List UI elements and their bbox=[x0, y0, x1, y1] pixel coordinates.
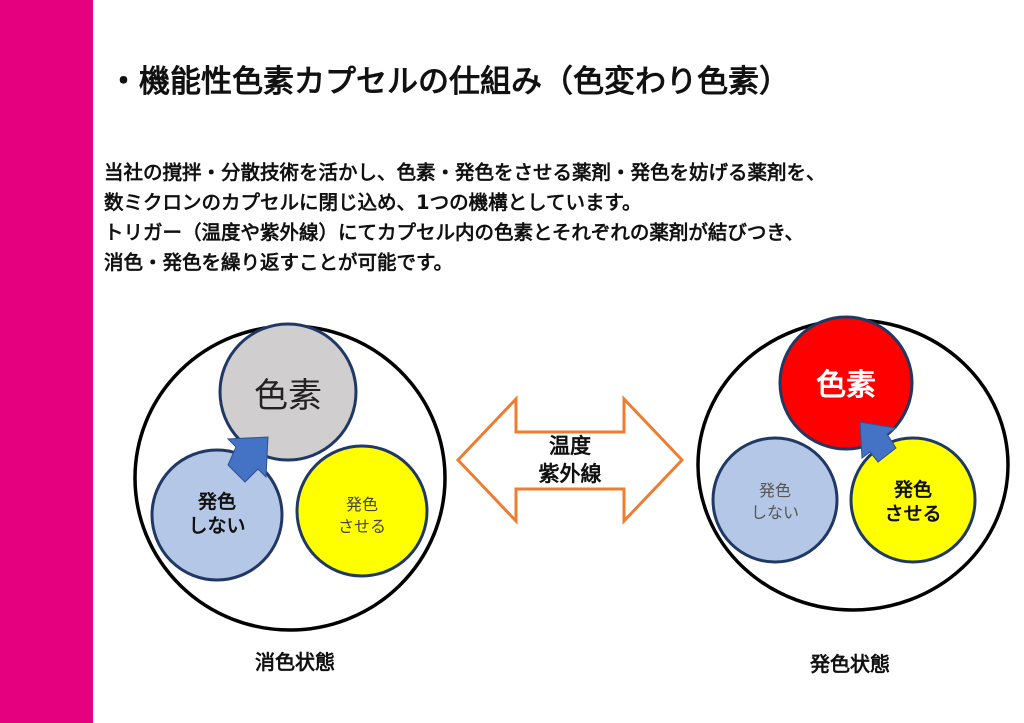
description-line: 数ミクロンのカプセルに閉じ込め、1つの機構としています。 bbox=[104, 191, 642, 214]
pigment-label: 色素 bbox=[254, 376, 322, 416]
developer-circle bbox=[295, 444, 429, 578]
pigment-label: 色素 bbox=[816, 368, 876, 403]
capsule-decolored: 色素 発色 しない 発色 させる bbox=[133, 322, 447, 632]
inhibitor-label: 発色 bbox=[759, 481, 791, 500]
developer-label: させる bbox=[884, 503, 941, 525]
inhibitor-circle bbox=[150, 448, 284, 582]
pointer-arrow-icon bbox=[859, 421, 898, 463]
colored-state-caption: 発色状態 bbox=[810, 652, 890, 676]
inhibitor-label: しない bbox=[188, 515, 245, 537]
inhibitor-label: しない bbox=[751, 503, 799, 522]
description-line: 当社の撹拌・分散技術を活かし、色素・発色をさせる薬剤・発色を妨げる薬剤を、 bbox=[104, 161, 826, 184]
accent-sidebar bbox=[0, 0, 93, 723]
capsule-colored: 色素 発色 しない 発色 させる bbox=[696, 315, 1010, 612]
description-line: 消色・発色を繰り返すことが可能です。 bbox=[104, 251, 454, 274]
developer-label: 発色 bbox=[346, 495, 378, 514]
inhibitor-circle bbox=[711, 436, 839, 564]
pointer-arrow-icon bbox=[226, 436, 269, 483]
trigger-double-arrow-icon: 温度 紫外線 bbox=[455, 395, 685, 525]
pigment-circle bbox=[218, 322, 358, 462]
trigger-label: 紫外線 bbox=[539, 462, 602, 486]
description: 当社の撹拌・分散技術を活かし、色素・発色をさせる薬剤・発色を妨げる薬剤を、 数ミ… bbox=[104, 158, 826, 278]
pigment-circle bbox=[778, 315, 914, 451]
trigger-label: 温度 bbox=[549, 434, 591, 458]
page-title: ・機能性色素カプセルの仕組み（色変わり色素） bbox=[108, 64, 790, 100]
description-line: トリガー（温度や紫外線）にてカプセル内の色素とそれぞれの薬剤が結びつき、 bbox=[104, 221, 805, 244]
decolored-state-caption: 消色状態 bbox=[255, 650, 335, 674]
developer-label: させる bbox=[338, 517, 386, 536]
developer-circle bbox=[849, 436, 977, 564]
developer-label: 発色 bbox=[893, 478, 932, 501]
inhibitor-label: 発色 bbox=[197, 490, 236, 513]
